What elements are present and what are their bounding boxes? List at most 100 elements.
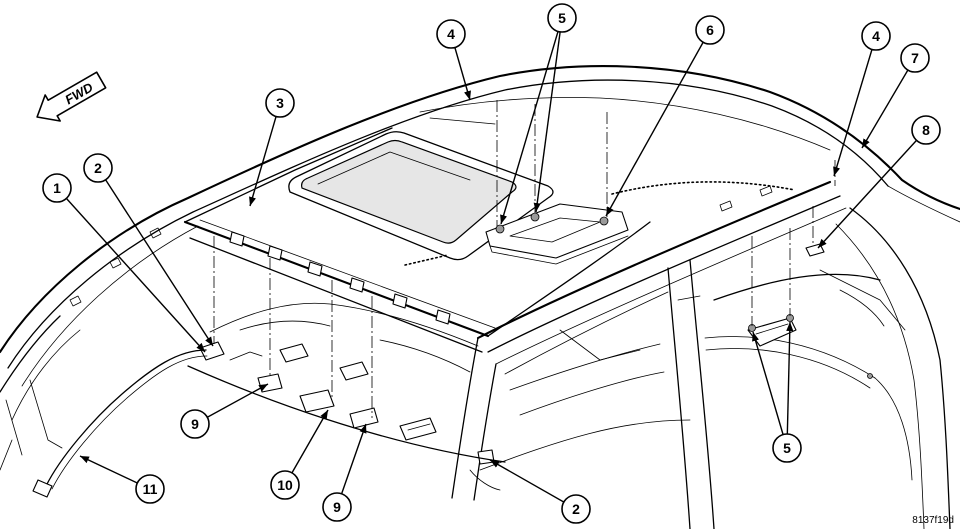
harness-line-outer [45,349,207,487]
console-fastener-2 [530,212,540,222]
leader-line [752,331,788,449]
callout-label: 5 [558,10,566,26]
sunroof-inner-highlight [317,151,471,185]
left-door-frame-3 [0,439,13,471]
roof-outer-edge [0,65,960,354]
leader-line [489,459,577,510]
visor-clip-center [299,389,335,413]
right-body-side [451,180,951,529]
callout-2-upper: 2 [83,153,214,347]
callout-label: 10 [277,477,293,493]
callout-10: 10 [270,409,329,500]
right-roof-rail-lower [495,207,847,365]
c-pillar-trim-2 [839,289,885,327]
leader-line [249,102,281,207]
callout-circle [322,492,352,522]
callout-circle [135,474,165,504]
callout-label: 6 [706,22,714,38]
left-door-frame-1 [5,399,23,456]
callout-9-right: 9 [322,423,367,522]
interior-seen-through-1 [509,343,661,391]
a-pillar-left-inner [11,329,81,421]
forward-direction-arrow: FWD [36,71,107,122]
callout-circle [83,153,113,183]
roof-rail-clip-2 [759,185,773,197]
harness-line-inner [51,355,208,490]
callout-3: 3 [249,88,295,207]
coat-hook [805,243,825,257]
lamp-housing-detail [407,423,431,431]
b-pillar-rear [689,259,715,529]
callout-11: 11 [79,455,165,504]
right-a-pillar-outer [451,337,479,499]
callout-circle [911,115,941,145]
rear-fastener [867,373,873,379]
callout-1: 1 [42,173,206,353]
rear-quarter-edge [874,377,913,481]
phantom-lines [213,100,836,418]
callout-circle [42,173,72,203]
header-clip-4 [349,277,365,293]
callout-9-left: 9 [180,383,269,439]
callout-circle [265,88,295,118]
left-a-pillar [0,227,162,471]
console-fastener-1 [495,224,505,234]
sunroof-glass-opening [301,139,517,244]
leader-line [500,17,563,225]
left-trim-clip-2 [109,257,122,269]
callout-5-lower: 5 [752,321,802,463]
roof-rail-clip-1 [719,200,733,212]
callout-8: 8 [817,115,941,249]
left-door-frame-2 [29,379,63,449]
headliner-front-header-inner [199,219,496,329]
rear-door-opening [713,273,881,301]
visor-clip-left [257,373,283,393]
rear-headliner-lower-edge [704,336,876,379]
callout-label: 7 [911,50,919,66]
a-pillar-left-outer [0,315,61,393]
callout-label: 11 [143,481,158,497]
lower-left-assembly [187,302,506,463]
lower-bracket-1 [279,343,309,363]
callout-2-lower: 2 [489,459,591,524]
left-trim-clip-1 [69,295,82,307]
callout-label: 9 [191,416,199,432]
callout-circle [900,43,930,73]
callout-label: 8 [922,122,930,138]
callout-label: 9 [333,499,341,515]
sunroof-opening [288,131,554,261]
dash-edge [479,419,691,471]
b-pillar-front [667,267,691,529]
leader-line [533,17,563,213]
leader-line [833,35,877,177]
callout-label: 3 [276,95,284,111]
callout-circle [270,470,300,500]
a-pillar-handle-mount [477,449,495,465]
callout-circle [547,3,577,33]
callout-circle [772,433,802,463]
console-base [489,235,629,265]
callout-label: 5 [783,440,791,456]
leader-line [786,321,794,449]
lamp-housing [399,417,437,441]
header-clip-1 [229,231,245,247]
overhead-console [485,203,629,265]
figure-id: 8137f19d [912,515,954,526]
callout-label: 2 [94,160,102,176]
headliner-front-header-lower [189,237,483,353]
lower-assembly-contour-2 [379,339,471,373]
rear-assist-handle-grip [755,323,789,335]
leader-line [817,129,927,249]
headliner-rear-edge [611,181,796,195]
roof-crown-line [419,97,831,151]
leader-line [56,187,206,353]
rear-headliner-lower-edge-2 [705,348,871,389]
lower-bracket-2 [339,361,369,381]
callout-circle [861,21,891,51]
wiring-harness [32,349,208,498]
callout-label: 4 [872,28,880,44]
callout-circle [180,409,210,439]
header-clip-5 [392,293,408,309]
